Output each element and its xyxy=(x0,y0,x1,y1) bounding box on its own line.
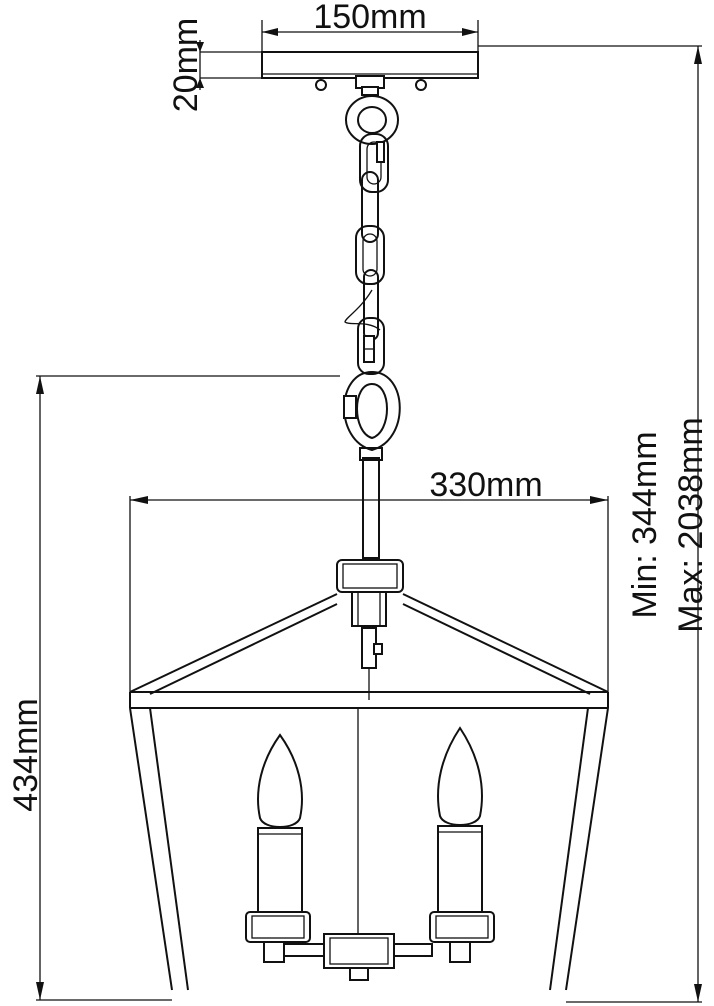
center-cluster-hub xyxy=(283,933,433,981)
dimension-overall-height: Min: 344mm Max: 2038mm xyxy=(478,45,710,1003)
dimension-body-height: 434mm xyxy=(7,375,340,1001)
canopy-height-label: 20mm xyxy=(167,18,205,112)
overall-max-label: Max: 2038mm xyxy=(672,417,710,632)
dimension-body-width: 330mm xyxy=(129,466,609,692)
lantern-cage xyxy=(129,707,609,991)
body-width-label: 330mm xyxy=(429,466,542,504)
ceiling-canopy xyxy=(261,51,479,96)
overall-min-label: Min: 344mm xyxy=(626,431,664,618)
body-height-label: 434mm xyxy=(7,698,45,811)
suspension-chain xyxy=(343,95,401,452)
dimension-canopy-width: 150mm xyxy=(261,0,479,52)
center-stem xyxy=(359,447,383,559)
lantern-top-frame xyxy=(129,559,609,709)
canopy-width-label: 150mm xyxy=(313,0,426,36)
candle-light-right xyxy=(429,726,495,963)
dimension-canopy-height: 20mm xyxy=(167,18,262,112)
candle-light-left xyxy=(245,733,311,963)
